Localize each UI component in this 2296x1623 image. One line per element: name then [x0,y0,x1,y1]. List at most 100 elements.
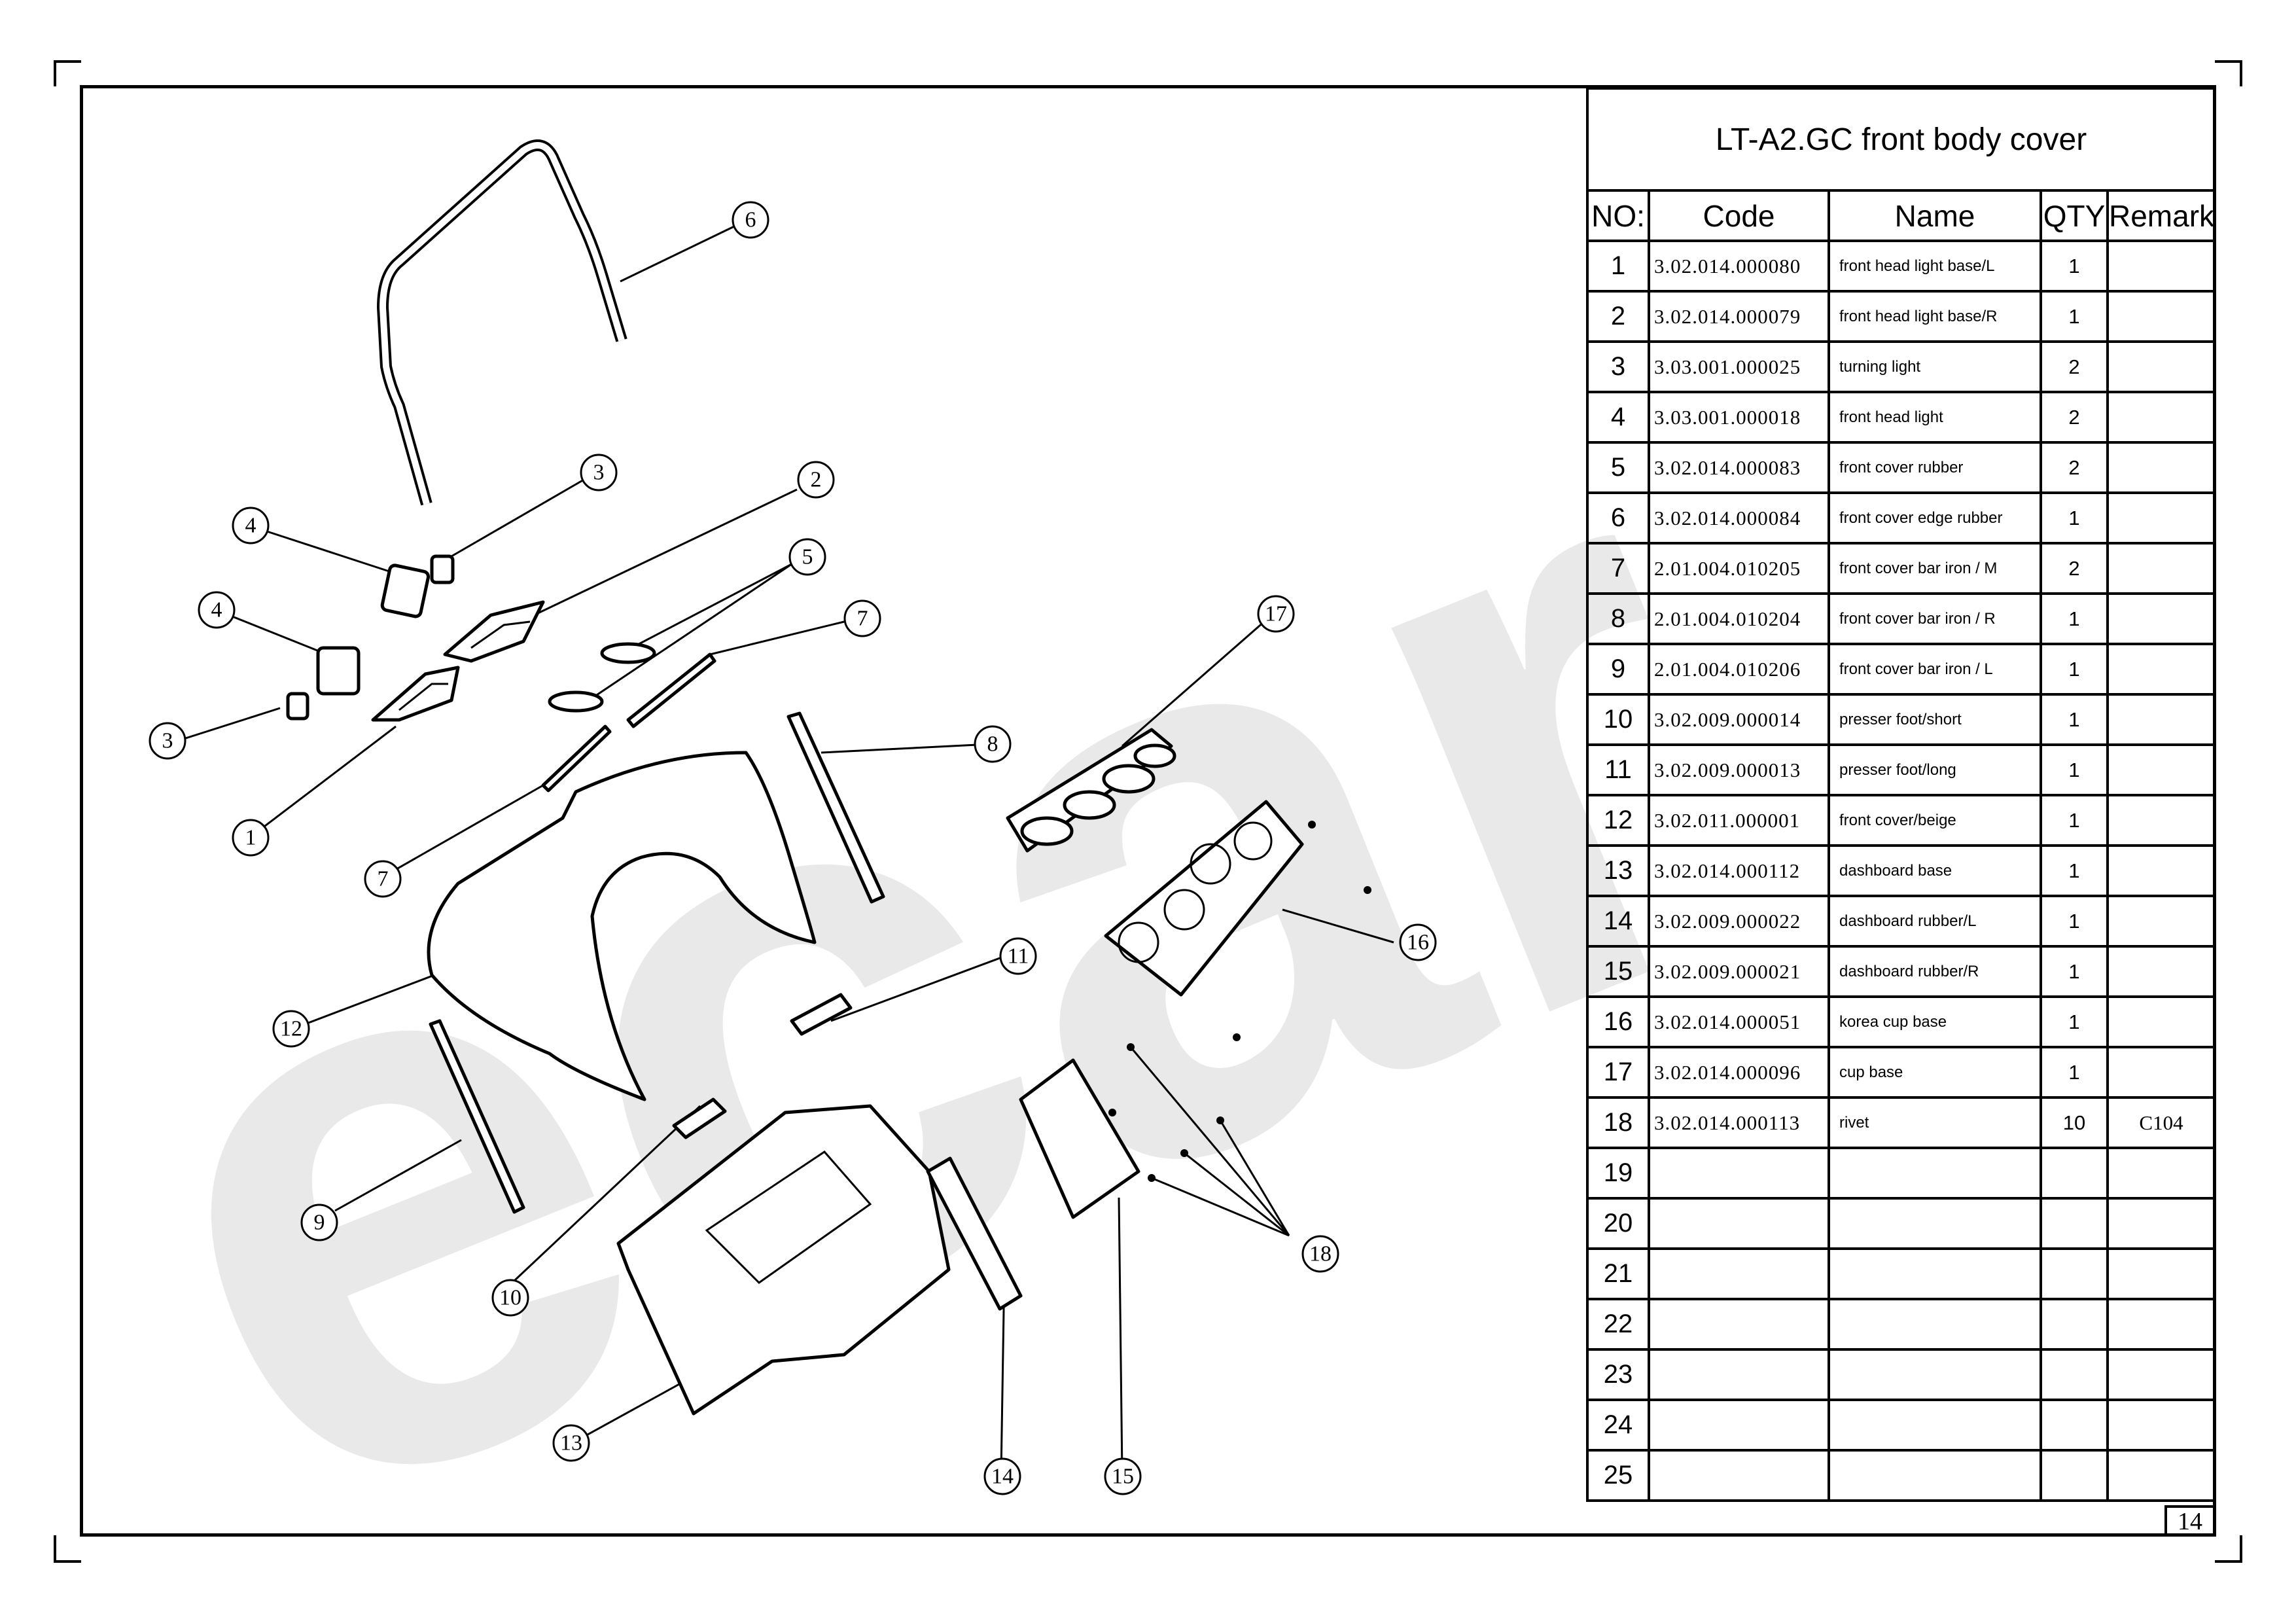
callout-3-upper: 3 [580,454,618,491]
cell-qty [2040,1348,2109,1401]
parts-table-title: LT-A2.GC front body cover [1585,87,2217,192]
callout-6: 6 [732,201,769,239]
cell-no: 24 [1586,1399,1650,1452]
cell-name: front head light [1828,391,2042,444]
callout-7-upper: 7 [843,599,881,637]
part-14-dashboard-rubber-l [926,1156,1023,1311]
svg-text:14: 14 [991,1465,1014,1489]
crop-mark-tr-h [2215,60,2242,63]
cell-code [1648,1247,1830,1300]
svg-text:13: 13 [560,1431,582,1455]
cell-qty: 1 [2040,491,2109,544]
cell-name: dashboard rubber/R [1828,945,2042,998]
cell-no: 22 [1586,1298,1650,1351]
part-13-dashboard-base [616,1104,951,1416]
callout-4-upper: 4 [232,507,270,544]
callout-7-lower: 7 [364,860,402,898]
part-10-presser-foot-short [672,1097,727,1139]
cell-qty: 1 [2040,743,2109,796]
part-12-front-cover [427,751,817,1101]
cell-code [1648,1449,1830,1502]
cell-remark [2106,1046,2217,1099]
table-row: 20 [1586,1197,2217,1250]
cell-remark [2106,1197,2217,1250]
cell-code: 3.02.014.000112 [1648,844,1830,897]
part-6-edge-rubber [377,139,627,506]
parts-list-table: LT-A2.GC front body cover NO: Code Name … [1585,87,2217,1502]
cell-code [1648,1197,1830,1250]
cell-remark [2106,542,2217,595]
cell-no: 19 [1586,1147,1650,1200]
svg-text:2: 2 [811,468,822,492]
crop-mark-tl-h [54,60,81,63]
cell-qty: 2 [2040,391,2109,444]
cell-name [1828,1197,2042,1250]
cell-name: presser foot/long [1828,743,2042,796]
cell-name: turning light [1828,340,2042,393]
svg-text:9: 9 [314,1211,325,1235]
cell-code: 3.03.001.000025 [1648,340,1830,393]
cell-remark [2106,743,2217,796]
cell-no: 21 [1586,1247,1650,1300]
cell-qty: 2 [2040,340,2109,393]
cell-code: 3.02.014.000079 [1648,290,1830,343]
table-row: 19 [1586,1147,2217,1200]
part-3-turning-light-upper [430,554,455,584]
part-8-bar-iron-r [786,711,885,904]
cell-qty: 1 [2040,1046,2109,1099]
cell-remark [2106,592,2217,645]
exploded-view-drawing: 6 3 2 4 5 4 7 3 17 1 8 7 16 11 12 9 18 1… [149,139,1437,1495]
cell-name [1828,1247,2042,1300]
header-code: Code [1648,189,1830,242]
svg-text:12: 12 [280,1017,302,1041]
cell-remark [2106,1298,2217,1351]
cell-qty [2040,1197,2109,1250]
cell-name: presser foot/short [1828,693,2042,746]
cell-no: 10 [1586,693,1650,746]
svg-text:3: 3 [162,729,173,753]
cell-remark [2106,340,2217,393]
cell-remark [2106,1399,2217,1452]
cell-qty: 1 [2040,895,2109,948]
svg-text:6: 6 [745,208,756,232]
cell-remark [2106,895,2217,948]
cell-qty [2040,1449,2109,1502]
svg-text:1: 1 [245,826,256,850]
cell-name: front cover/beige [1828,794,2042,847]
callout-15: 15 [1104,1457,1142,1495]
cell-code: 3.02.014.000096 [1648,1046,1830,1099]
header-name: Name [1828,189,2042,242]
cell-code: 3.02.014.000113 [1648,1096,1830,1149]
svg-text:8: 8 [987,732,998,757]
cell-no: 12 [1586,794,1650,847]
callout-14: 14 [983,1457,1021,1495]
cell-name [1828,1147,2042,1200]
cell-remark [2106,995,2217,1048]
callout-10: 10 [491,1279,529,1317]
cell-code: 3.03.001.000018 [1648,391,1830,444]
cell-name: front head light base/R [1828,290,2042,343]
part-17-cup-base [1006,728,1176,853]
cell-qty [2040,1147,2109,1200]
cell-name: front head light base/L [1828,240,2042,293]
svg-text:11: 11 [1008,944,1029,969]
part-7-bar-iron-m [541,652,716,793]
cell-no: 11 [1586,743,1650,796]
part-11-presser-foot-long [790,993,853,1036]
svg-text:7: 7 [857,607,868,631]
part-3-turning-light-lower [286,692,309,721]
cell-remark [2106,1247,2217,1300]
header-no: NO: [1586,189,1650,242]
cell-no: 16 [1586,995,1650,1048]
cell-qty: 1 [2040,995,2109,1048]
callout-13: 13 [552,1424,590,1462]
part-2-head-light-base-r [443,600,545,663]
cell-remark: C104 [2106,1096,2217,1149]
